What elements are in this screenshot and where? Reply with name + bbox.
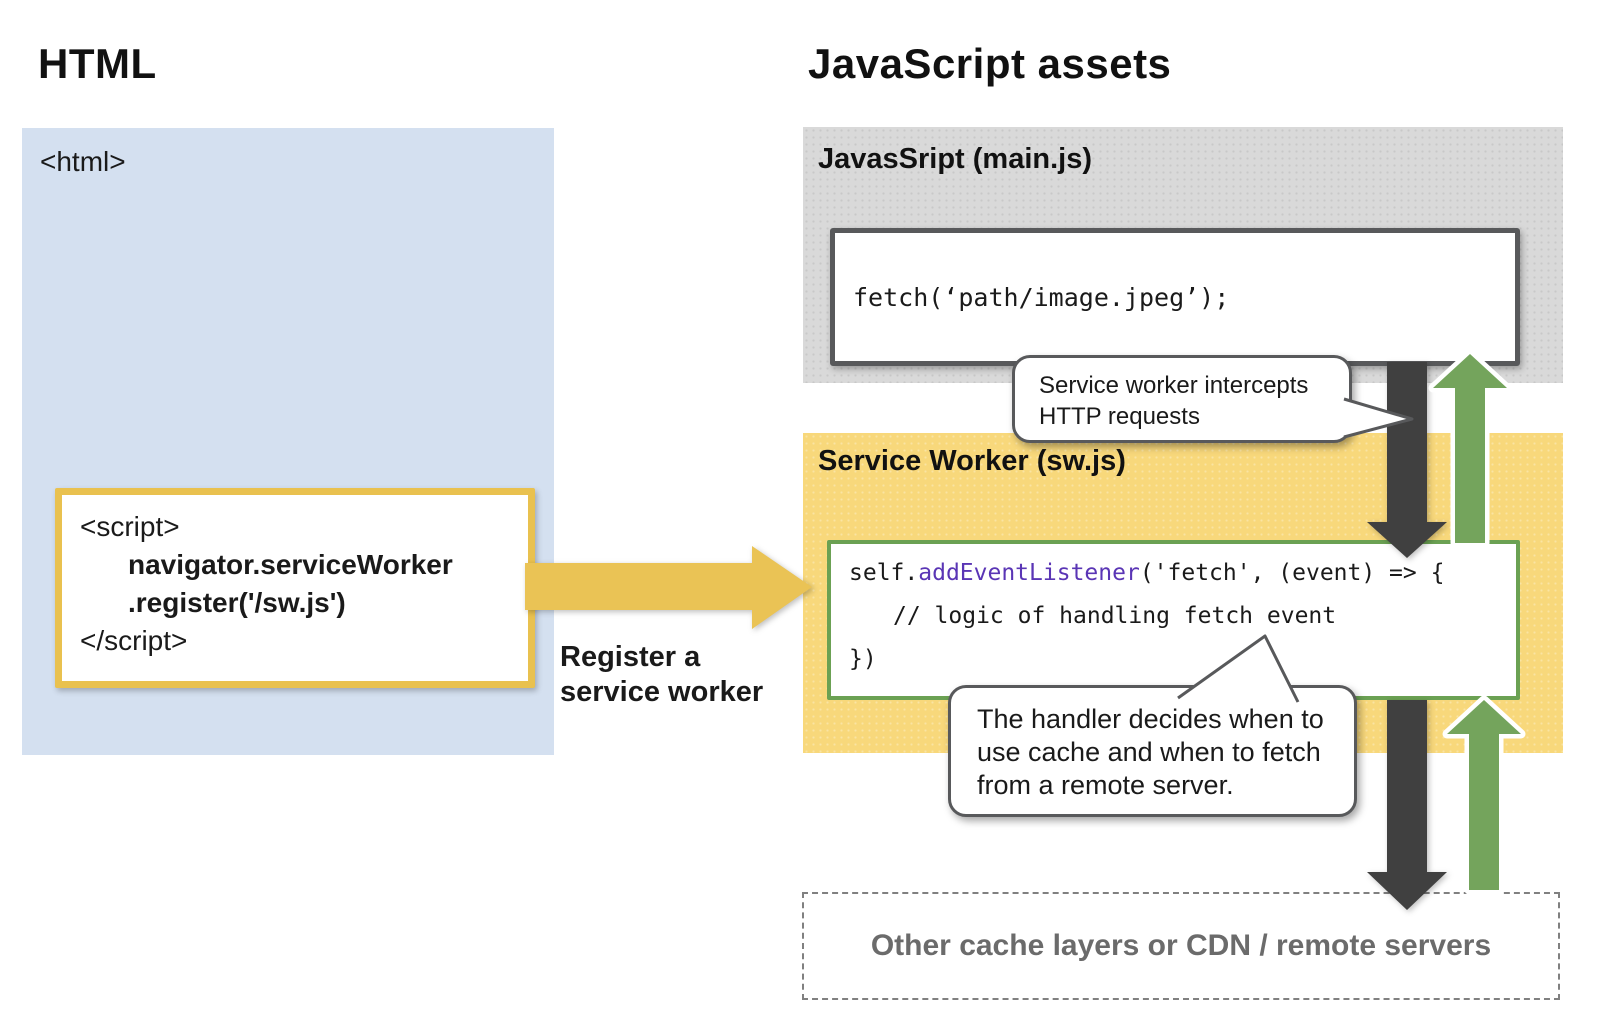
handler-callout-line-1: The handler decides when to bbox=[977, 704, 1324, 734]
register-arrow-label: Register a service worker bbox=[560, 640, 763, 710]
intercept-callout-line-1: Service worker intercepts bbox=[1039, 372, 1309, 399]
remote-servers-box: Other cache layers or CDN / remote serve… bbox=[802, 892, 1560, 1000]
register-label-line-2: service worker bbox=[560, 676, 764, 708]
script-open-tag: <script> bbox=[80, 511, 180, 542]
intercept-callout: Service worker intercepts HTTP requests bbox=[1012, 355, 1352, 443]
sw-code-line-2: // logic of handling fetch event bbox=[893, 603, 1337, 629]
service-worker-code-box: self.addEventListener('fetch', (event) =… bbox=[827, 540, 1520, 700]
register-label-line-1: Register a bbox=[560, 641, 701, 673]
sw-code-args: ('fetch', (event) => { bbox=[1139, 560, 1445, 586]
right-column-heading: JavaScript assets bbox=[808, 40, 1172, 87]
sw-code-keyword: addEventListener bbox=[918, 560, 1140, 586]
fetch-code: fetch(‘path/image.jpeg’); bbox=[853, 282, 1230, 312]
service-worker-panel-title: Service Worker (sw.js) bbox=[818, 445, 1126, 477]
sw-code-line-3: }) bbox=[849, 646, 877, 672]
script-close-tag: </script> bbox=[80, 625, 188, 656]
main-js-panel-title: JavasSript (main.js) bbox=[818, 143, 1092, 175]
fetch-code-box: fetch(‘path/image.jpeg’); bbox=[830, 228, 1520, 366]
register-script-box: <script> navigator.serviceWorker .regist… bbox=[55, 488, 535, 688]
handler-callout-line-3: from a remote server. bbox=[977, 770, 1234, 800]
html-tag-label: <html> bbox=[40, 146, 126, 177]
register-arrow bbox=[525, 546, 812, 629]
remote-servers-label: Other cache layers or CDN / remote serve… bbox=[870, 929, 1492, 962]
handler-callout: The handler decides when to use cache an… bbox=[948, 685, 1357, 817]
left-column-heading: HTML bbox=[38, 40, 157, 87]
script-code-line-1: navigator.serviceWorker bbox=[128, 549, 453, 580]
handler-callout-line-2: use cache and when to fetch bbox=[977, 737, 1321, 767]
intercept-callout-line-2: HTTP requests bbox=[1039, 403, 1200, 430]
sw-code-line-1: self.addEventListener('fetch', (event) =… bbox=[849, 552, 1516, 595]
script-code-line-2: .register('/sw.js') bbox=[128, 587, 346, 618]
sw-code-self: self. bbox=[849, 560, 919, 586]
